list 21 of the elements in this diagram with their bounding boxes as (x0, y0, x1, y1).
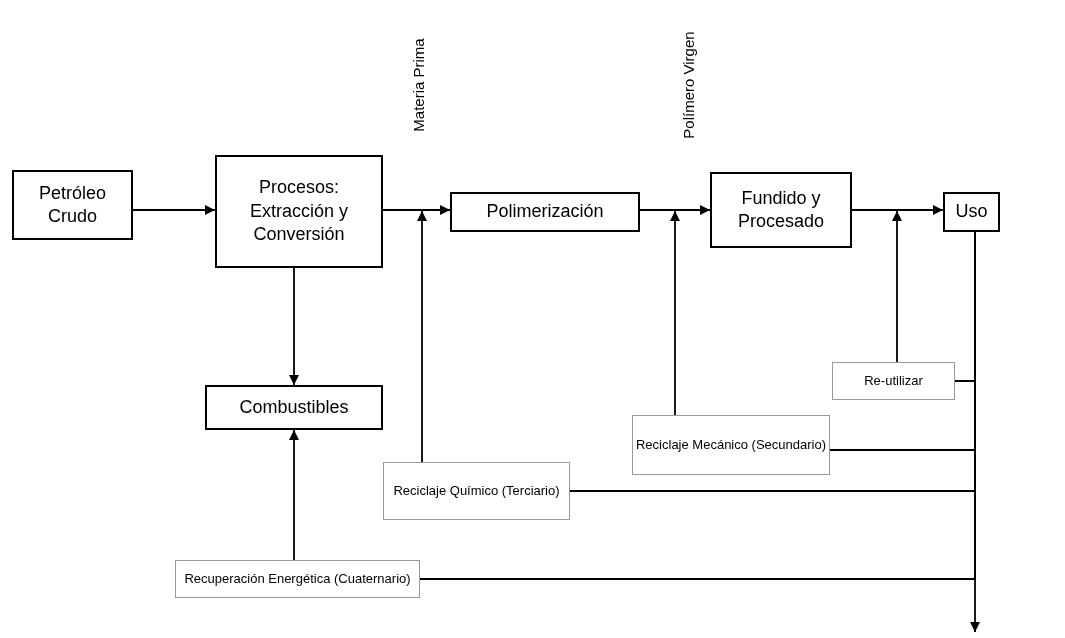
process-box: Combustibles (205, 385, 383, 430)
process-box: Uso (943, 192, 1000, 232)
process-box: Polimerización (450, 192, 640, 232)
flow-label: Polímero Virgen (679, 31, 697, 139)
arrow (851, 205, 944, 215)
process-box: Fundido y Procesado (710, 172, 852, 248)
recycling-box: Reciclaje Químico (Terciario) (383, 462, 570, 520)
arrow (132, 205, 216, 215)
recycling-box: Recuperación Energética (Cuaternario) (175, 560, 420, 598)
arrow (892, 210, 902, 363)
arrow (417, 210, 427, 463)
arrow (670, 210, 680, 416)
arrow (382, 205, 451, 215)
recycling-box: Reciclaje Mecánico (Secundario) (632, 415, 830, 475)
process-box: Procesos: Extracción y Conversión (215, 155, 383, 268)
arrow (289, 429, 299, 561)
arrow (639, 205, 711, 215)
flow-label: Materia Prima (409, 38, 427, 132)
arrow (289, 267, 299, 386)
recycling-box: Re-utilizar (832, 362, 955, 400)
process-box: Petróleo Crudo (12, 170, 133, 240)
